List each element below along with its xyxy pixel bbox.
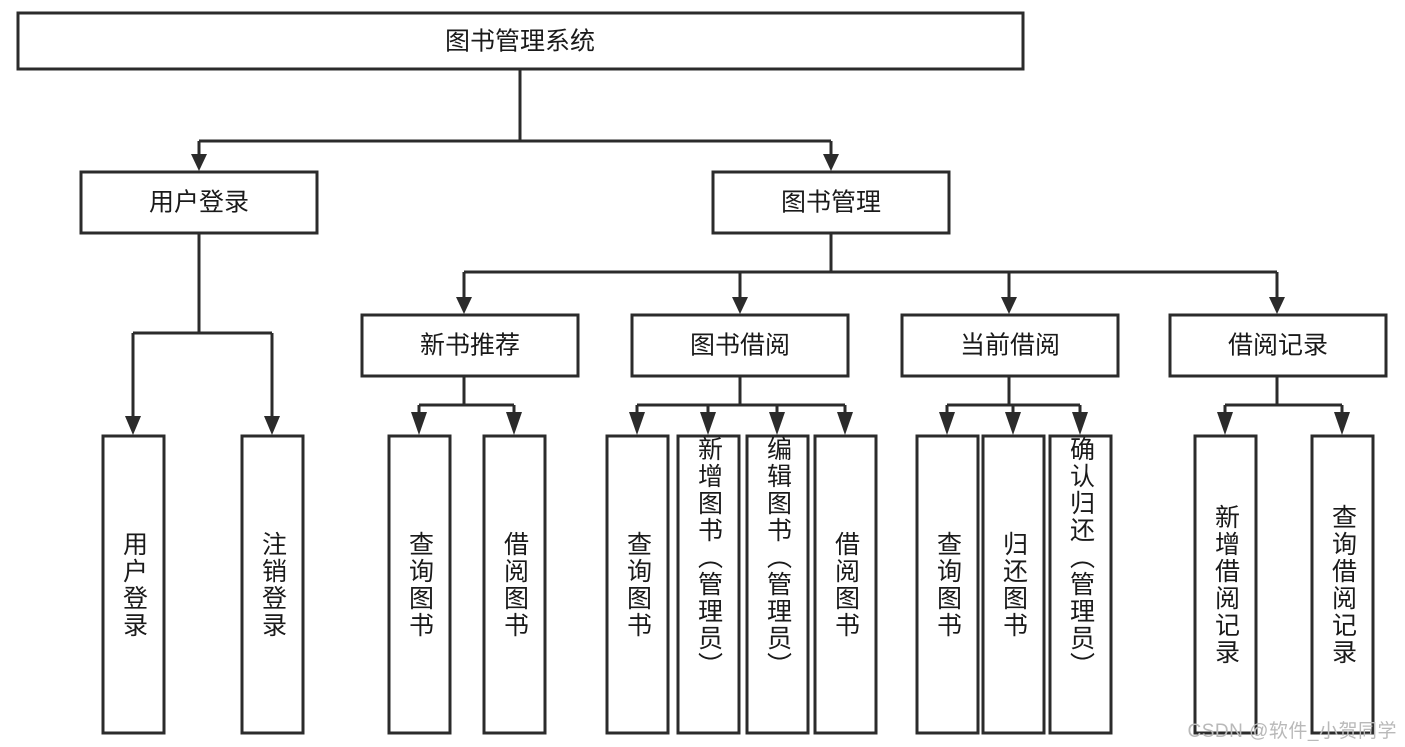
connector-newbook-to-leaves <box>411 376 522 435</box>
leaf-query-book-1[interactable] <box>387 434 452 735</box>
leaf-query-borrow-record[interactable] <box>1310 434 1375 735</box>
node-book-management[interactable] <box>711 170 951 235</box>
connector-bookmgmt-to-level3 <box>456 233 1285 314</box>
connector-root-to-level2 <box>191 69 839 171</box>
leaf-add-book-admin[interactable] <box>676 434 741 735</box>
node-book-management-label: 图书管理 <box>781 189 881 217</box>
leaf-confirm-return-admin[interactable] <box>1048 434 1113 735</box>
leaf-add-borrow-record[interactable] <box>1193 434 1258 735</box>
leaf-return-book[interactable] <box>981 434 1046 735</box>
leaf-query-book-2[interactable] <box>605 434 670 735</box>
node-root[interactable] <box>16 11 1025 71</box>
leaf-borrow-book-1[interactable] <box>482 434 547 735</box>
leaf-user-login[interactable] <box>101 434 166 735</box>
connector-borrow-to-leaves <box>629 376 853 435</box>
node-current-borrow[interactable] <box>900 313 1120 378</box>
node-user-login-label: 用户登录 <box>149 189 249 217</box>
node-root-label: 图书管理系统 <box>445 28 595 56</box>
connector-record-to-leaves <box>1217 376 1350 435</box>
node-borrow-record-label: 借阅记录 <box>1228 332 1328 360</box>
node-current-borrow-label: 当前借阅 <box>960 332 1060 360</box>
node-user-login[interactable] <box>79 170 319 235</box>
node-book-borrow-label: 图书借阅 <box>690 332 790 360</box>
node-new-book-recommend-label: 新书推荐 <box>420 332 520 360</box>
connector-userlogin-to-leaves <box>125 233 280 435</box>
node-book-borrow[interactable] <box>630 313 850 378</box>
leaf-borrow-book-2[interactable] <box>813 434 878 735</box>
connector-current-to-leaves <box>939 376 1088 435</box>
leaf-user-logout[interactable] <box>240 434 305 735</box>
node-borrow-record[interactable] <box>1168 313 1388 378</box>
node-new-book-recommend[interactable] <box>360 313 580 378</box>
leaf-query-book-3[interactable] <box>915 434 980 735</box>
leaf-edit-book-admin[interactable] <box>745 434 810 735</box>
